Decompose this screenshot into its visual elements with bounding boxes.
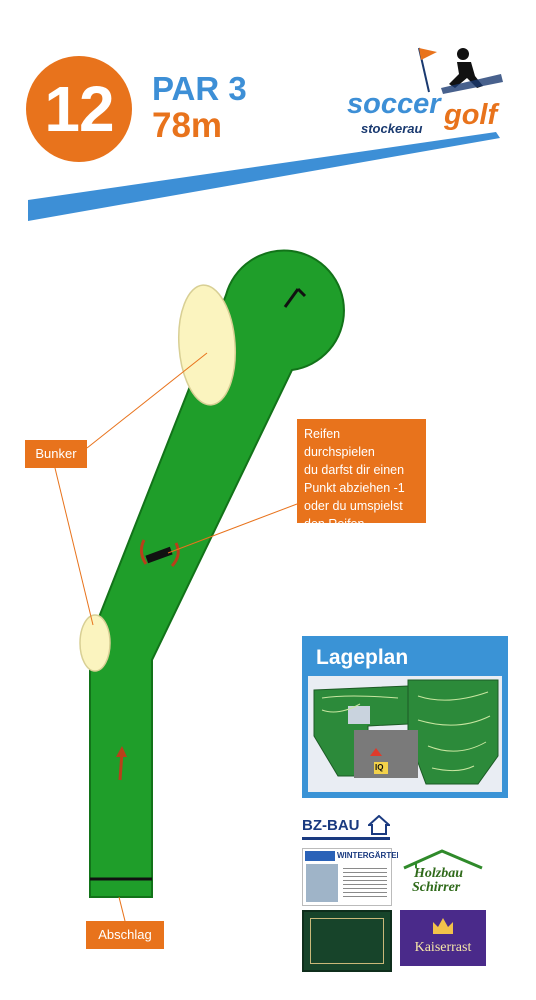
sponsor-wintergarten-photo (306, 864, 338, 902)
sponsor-restaurant-frame (310, 918, 384, 964)
bunker-top (178, 284, 236, 406)
tire-callout-line: oder du umspielst (304, 499, 403, 513)
player-flag-icon (418, 47, 503, 94)
logo-stockerau: stockerau (361, 121, 423, 136)
header-swoosh (28, 132, 500, 221)
tire-obstacle (139, 539, 180, 568)
site-plan-map: IQ (308, 676, 502, 792)
hole-number-badge: 12 (26, 56, 132, 162)
tee-callout: Abschlag (86, 921, 164, 949)
direction-arrow-icon (116, 746, 127, 781)
tire-callout-line: den Reifen (304, 517, 365, 531)
sponsor-holzbau-line2: Schirrer (412, 880, 461, 895)
bunker-left (79, 614, 111, 672)
site-plan-panel: Lageplan IQ (302, 636, 508, 798)
sponsor-bz-bau: BZ-BAU (302, 815, 390, 843)
logo-soccer: soccer (347, 88, 441, 120)
logo-golf: golf (444, 99, 498, 131)
sponsor-wintergarten-logo (305, 851, 335, 861)
tire-callout-line: durchspielen (304, 445, 375, 459)
par-label: PAR 3 (152, 70, 247, 107)
sponsor-wintergarten-name: WINTERGÄRTEN (337, 851, 403, 860)
sponsor-bz-bau-name: BZ-BAU (302, 817, 360, 834)
tire-callout-line: du darfst dir einen (304, 463, 405, 477)
tire-callout-line: Punkt abziehen -1 (304, 481, 405, 495)
hole-number: 12 (44, 73, 114, 145)
sponsor-kaiserrast: Kaiserrast (400, 910, 486, 966)
soccergolf-logo: soccer golf stockerau (345, 42, 515, 142)
distance-label: 78m (152, 106, 223, 145)
site-plan-drawing (313, 679, 499, 785)
tire-callout-line: Reifen (304, 427, 341, 441)
flag-icon (283, 287, 307, 308)
sponsor-kaiserrast-name: Kaiserrast (414, 940, 472, 955)
tire-callout: Reifen durchspielen du darfst dir einen … (297, 419, 426, 531)
sponsor-holzbau: Holzbau Schirrer (398, 848, 488, 904)
crown-icon (433, 918, 453, 934)
house-icon (368, 815, 390, 835)
sponsor-restaurant-card (302, 910, 392, 972)
sponsor-wintergarten-text (343, 865, 387, 899)
leader-lines (54, 352, 298, 922)
site-plan-marker: IQ (375, 763, 384, 772)
bunker-callout: Bunker (25, 440, 87, 468)
sponsor-wintergarten: WINTERGÄRTEN (302, 848, 402, 906)
roof-icon (403, 849, 483, 870)
sponsor-holzbau-line1: Holzbau (414, 866, 464, 881)
site-plan-title: Lageplan (316, 646, 409, 669)
sponsor-bz-bau-stripe (302, 837, 390, 840)
